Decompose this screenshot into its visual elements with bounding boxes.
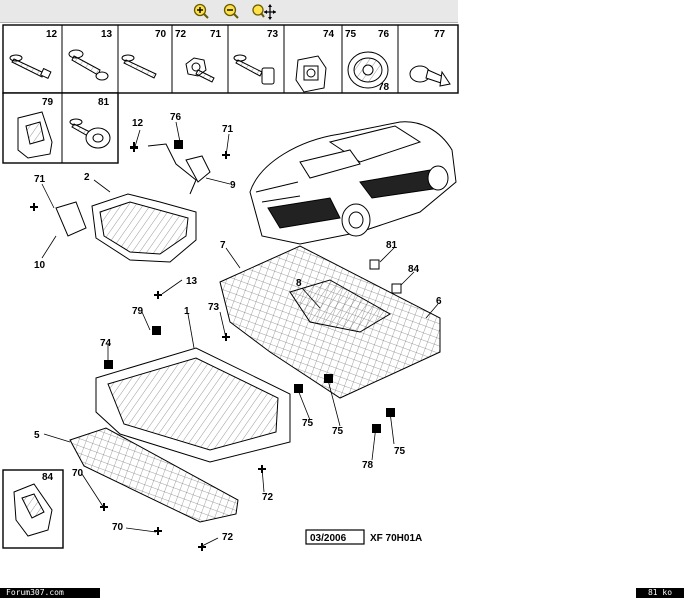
clip-84-inset xyxy=(2,469,64,549)
zoom-in-button[interactable] xyxy=(188,2,214,20)
zoom-out-icon xyxy=(223,3,239,19)
callout-13: 13 xyxy=(186,276,198,287)
washer-75-76-icon xyxy=(347,51,389,89)
callout-10: 10 xyxy=(34,260,46,271)
callout-1: 1 xyxy=(184,306,190,317)
callout-74: 74 xyxy=(100,338,112,349)
zoom-in-icon xyxy=(193,3,209,19)
part-label-81: 81 xyxy=(98,97,110,108)
callout-75b: 75 xyxy=(332,426,344,437)
callout-12: 12 xyxy=(132,118,144,129)
screw-81-icon xyxy=(69,118,111,149)
callout-81: 81 xyxy=(386,240,398,251)
callout-75c: 75 xyxy=(394,446,406,457)
heat-shield-2-drawing xyxy=(55,143,211,263)
main-shield-1-drawing xyxy=(95,347,291,463)
zoom-pan-icon xyxy=(252,4,276,20)
part-label-74: 74 xyxy=(323,29,335,40)
callout-70b: 70 xyxy=(112,522,124,533)
reference-date: 03/2006 xyxy=(310,533,347,544)
file-size-label: 81 ko xyxy=(636,588,684,598)
site-label: Forum307.com xyxy=(0,588,100,598)
cage-nut-74-icon xyxy=(295,55,327,93)
callout-2: 2 xyxy=(84,172,90,183)
callout-72a: 72 xyxy=(262,492,274,503)
zoom-pan-button[interactable] xyxy=(250,2,276,20)
callout-71: 71 xyxy=(222,124,234,135)
reference-block: 03/2006 XF 70H01A xyxy=(305,529,422,545)
leader-lines xyxy=(41,121,439,547)
part-label-73: 73 xyxy=(267,29,279,40)
reference-code: XF 70H01A xyxy=(370,533,422,544)
part-label-72: 72 xyxy=(175,29,187,40)
car-overview-drawing xyxy=(249,121,457,245)
marker-76 xyxy=(174,140,183,149)
status-bar: Forum307.com 81 ko xyxy=(0,588,684,598)
screw-70-icon xyxy=(121,54,157,79)
screw-12-icon xyxy=(9,54,52,79)
callout-5: 5 xyxy=(34,430,40,441)
part-label-79: 79 xyxy=(42,97,54,108)
rivet-77-icon xyxy=(409,65,451,87)
part-label-76: 76 xyxy=(378,29,390,40)
callout-70a: 70 xyxy=(72,468,84,479)
part-label-78: 78 xyxy=(378,82,390,93)
callout-labels: 12 76 71 2 9 71 10 13 7 81 84 8 6 79 1 7… xyxy=(34,112,442,543)
callout-76: 76 xyxy=(170,112,182,123)
part-label-71: 71 xyxy=(210,29,222,40)
underbody-panel-6-drawing xyxy=(219,245,441,399)
callout-84: 84 xyxy=(408,264,420,275)
callout-72b: 72 xyxy=(222,532,234,543)
callout-6: 6 xyxy=(436,296,442,307)
parts-header-table: 12 13 70 72 71 73 74 75 76 78 77 79 81 xyxy=(2,24,459,164)
callout-7: 7 xyxy=(220,240,226,251)
part-label-70: 70 xyxy=(155,29,167,40)
part-label-75: 75 xyxy=(345,29,357,40)
fastener-markers xyxy=(30,140,402,551)
callout-73: 73 xyxy=(208,302,220,313)
parts-diagram: 12 13 70 72 71 73 74 75 76 78 77 79 81 xyxy=(0,22,462,578)
callout-8: 8 xyxy=(296,278,302,289)
clip-79-icon xyxy=(17,111,53,159)
part-label-13: 13 xyxy=(101,29,113,40)
part-label-12: 12 xyxy=(46,29,58,40)
callout-79: 79 xyxy=(132,306,144,317)
lower-shield-5-drawing xyxy=(69,427,239,523)
callout-71b: 71 xyxy=(34,174,46,185)
toolbar xyxy=(0,0,458,23)
part-label-77: 77 xyxy=(434,29,446,40)
zoom-out-button[interactable] xyxy=(218,2,244,20)
callout-9: 9 xyxy=(230,180,236,191)
screw-13-icon xyxy=(68,49,109,81)
nut-72-icon xyxy=(185,57,215,83)
callout-75a: 75 xyxy=(302,418,314,429)
callout-78: 78 xyxy=(362,460,374,471)
callout-84b: 84 xyxy=(42,472,54,483)
clip-73-icon xyxy=(233,54,275,85)
